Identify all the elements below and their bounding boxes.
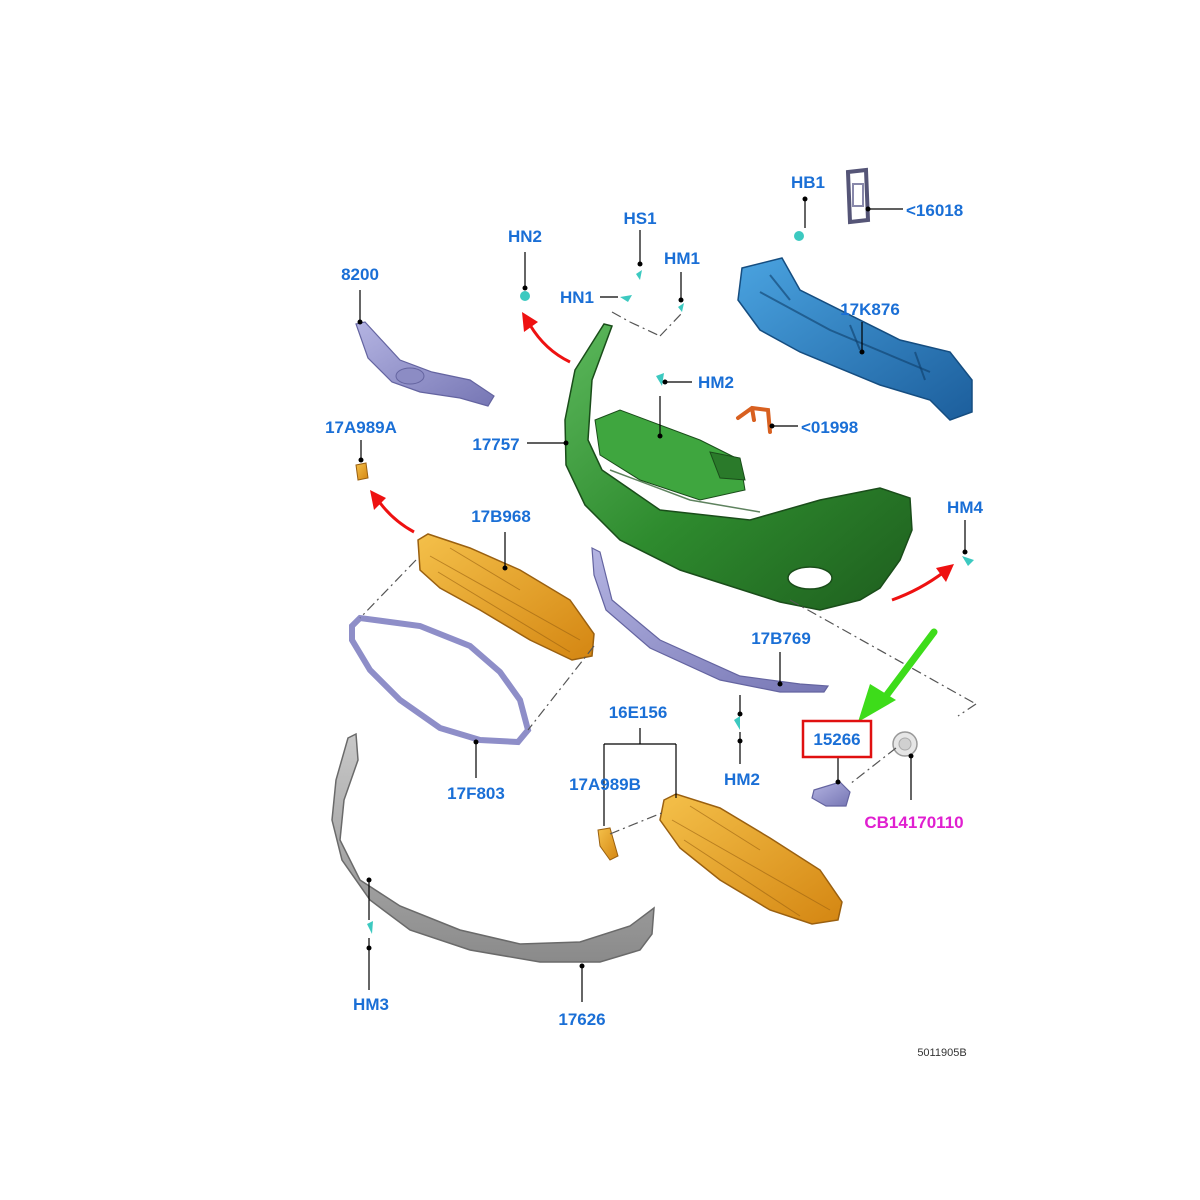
label-17757: 17757 — [472, 435, 519, 454]
label-17b769: 17B769 — [751, 629, 811, 648]
label-cb14170110: CB14170110 — [864, 813, 963, 832]
assembly-dash-lines — [359, 311, 977, 835]
label-17b968: 17B968 — [471, 507, 531, 526]
leader-dots — [357, 196, 968, 969]
wire-01998-part — [736, 405, 772, 434]
fastener-hm3 — [367, 921, 373, 934]
clip-17a989b-part — [597, 827, 619, 861]
label-hs1: HS1 — [623, 209, 656, 228]
label-17f803: 17F803 — [447, 784, 505, 803]
label-hm2-top: HM2 — [698, 373, 734, 392]
fastener-hm2-bottom — [734, 716, 740, 730]
bezel-15266-part — [811, 781, 851, 807]
fastener-hm4 — [962, 556, 974, 566]
bumper-cover-17757-part — [564, 323, 913, 611]
highlight-box-15266 — [801, 719, 873, 759]
label-17a989a: 17A989A — [325, 418, 397, 437]
fastener-hn2 — [520, 291, 530, 301]
label-17a989b: 17A989B — [569, 775, 641, 794]
fog-lamp-cb14170110-part — [892, 731, 918, 757]
surround-17f803-part — [349, 614, 532, 746]
valance-17626-part — [331, 732, 655, 963]
trim-17b769-part — [591, 546, 830, 693]
label-hn1: HN1 — [560, 288, 594, 307]
clip-17a989a-part — [355, 462, 369, 481]
label-hm3: HM3 — [353, 995, 389, 1014]
leader-lines — [359, 199, 966, 1002]
reinforcement-17k876-part — [737, 257, 973, 421]
diagram-number: 5011905B — [917, 1047, 966, 1059]
trim-8200-part — [355, 321, 495, 407]
label-hm4: HM4 — [947, 498, 983, 517]
label-hm2-bottom: HM2 — [724, 770, 760, 789]
grille-17b968-part — [417, 533, 595, 661]
label-17626: 17626 — [558, 1010, 605, 1029]
label-16018: <16018 — [906, 201, 963, 220]
fastener-hb1 — [794, 231, 804, 241]
fastener-hm2-top — [656, 373, 664, 386]
label-8200: 8200 — [341, 265, 379, 284]
label-15266: 15266 — [813, 730, 860, 749]
label-16e156: 16E156 — [609, 703, 668, 722]
green-arrow — [858, 628, 938, 722]
label-01998: <01998 — [801, 418, 858, 437]
label-17k876: 17K876 — [840, 300, 900, 319]
label-hb1: HB1 — [791, 173, 825, 192]
label-hn2: HN2 — [508, 227, 542, 246]
fastener-hs1 — [636, 270, 642, 280]
bracket-16018-part — [845, 167, 871, 225]
fastener-hm1 — [678, 303, 684, 312]
label-hm1: HM1 — [664, 249, 700, 268]
fastener-hn1 — [620, 295, 632, 302]
grille-16e156-part — [659, 793, 843, 925]
red-arrows — [370, 312, 954, 602]
